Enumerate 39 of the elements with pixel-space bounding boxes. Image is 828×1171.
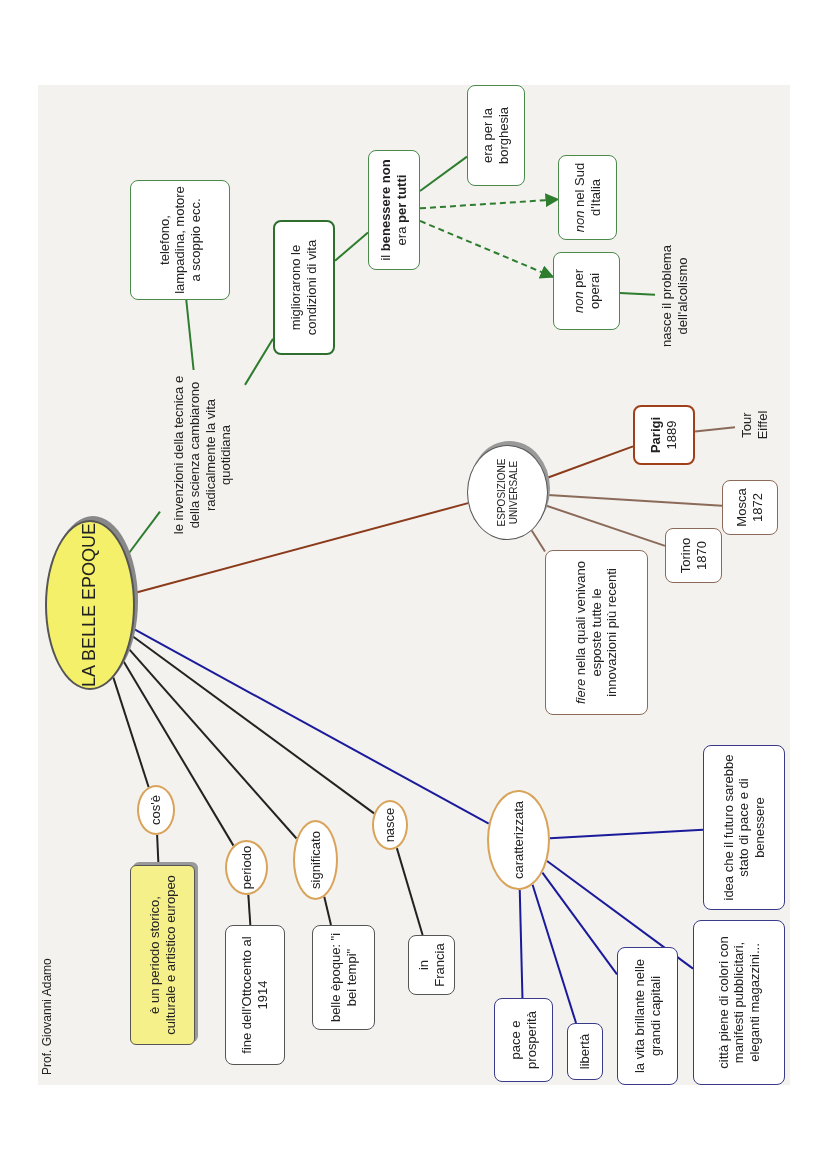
- concept-box: Mosca 1872: [722, 480, 778, 535]
- note-text: Tour Eiffel: [735, 400, 775, 450]
- connector-line: [334, 231, 369, 262]
- connector-line: [541, 871, 618, 976]
- connector-line: [694, 426, 736, 433]
- arrow: [419, 193, 560, 210]
- concept-box: Torino 1870: [665, 528, 722, 583]
- concept-box: era per la borghesia: [467, 85, 525, 186]
- concept-box: fiere nella quali venivano esposte tutte le innovazioni più recenti: [545, 550, 648, 715]
- connector-line: [549, 828, 704, 840]
- connector-line: [518, 888, 524, 999]
- connector-line: [112, 676, 150, 788]
- note-text: nasce il problema dell'alcolismo: [655, 236, 695, 356]
- connector-line: [530, 529, 546, 553]
- concept-box: telefono, lampadina, motore a scoppio ecc.: [130, 180, 230, 300]
- concept-box: libertà: [567, 1023, 603, 1080]
- connector-line: [395, 847, 424, 936]
- concept-box: in Francia: [408, 935, 455, 995]
- concept-box: fine dell'Ottocento al 1914: [225, 925, 285, 1065]
- arrow: [419, 219, 555, 279]
- note-text: le invenzioni della tecnica e della scienza cambiarono radicalmente la vita quotidiana: [160, 370, 245, 540]
- connector-line: [323, 895, 332, 926]
- connector-line: [185, 299, 195, 371]
- concept-box: belle èpoque: "i bei tempi": [312, 925, 375, 1030]
- concept-box: migliorarono le condizioni di vita: [273, 220, 335, 355]
- concept-box: pace e prosperità: [494, 998, 553, 1082]
- connector-line: [122, 660, 235, 847]
- concept-box: città piene di colori con manifesti pubblicitari, eleganti magazzini...: [693, 920, 785, 1085]
- connector-line: [127, 647, 298, 840]
- author-name: Prof. Giovanni Adamo: [39, 958, 55, 1075]
- connector-line: [419, 155, 468, 192]
- connector-line: [545, 504, 666, 547]
- concept-box: la vita brillante nelle grandi capitali: [617, 947, 678, 1085]
- concept-box: Parigi 1889: [633, 405, 695, 465]
- connector-line: [244, 337, 274, 386]
- connector-line: [247, 893, 252, 926]
- concept-box: idea che il futuro sarebbe stato di pace e di benessere: [703, 745, 785, 910]
- concept-box: è un periodo storico, culturale e artistico europeo: [130, 865, 195, 1045]
- connector-line: [619, 291, 656, 296]
